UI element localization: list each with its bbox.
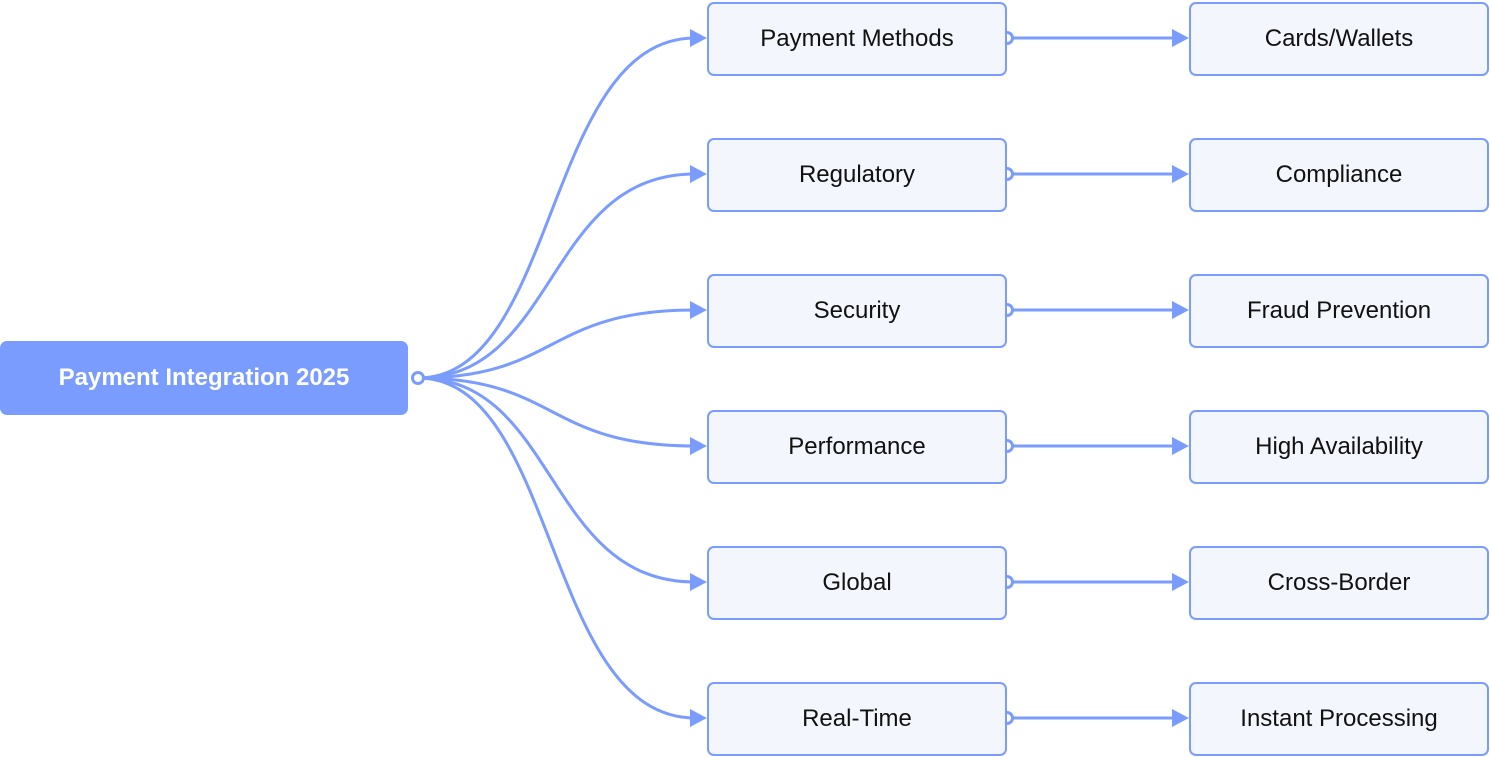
leaf-connector-arrow-4 (1172, 573, 1189, 591)
root-connector-arrow-0 (690, 29, 707, 47)
leaf-node-cards-wallets[interactable]: Cards/Wallets (1189, 2, 1489, 76)
leaf-node-compliance[interactable]: Compliance (1189, 138, 1489, 212)
root-connector-3 (417, 376, 696, 448)
root-connector-5 (417, 376, 696, 720)
root-connector-0 (417, 36, 696, 380)
leaf-node-high-availability[interactable]: High Availability (1189, 410, 1489, 484)
root-connector-arrow-5 (690, 709, 707, 727)
leaf-connector-arrow-0 (1172, 29, 1189, 47)
branch-node-real-time[interactable]: Real-Time (707, 682, 1007, 756)
leaf-connector-arrow-2 (1172, 301, 1189, 319)
leaf-node-cross-border[interactable]: Cross-Border (1189, 546, 1489, 620)
branch-node-payment-methods[interactable]: Payment Methods (707, 2, 1007, 76)
root-connector-1 (417, 172, 696, 380)
root-connector-arrow-4 (690, 573, 707, 591)
leaf-connector-arrow-1 (1172, 165, 1189, 183)
root-port (411, 371, 425, 385)
branch-node-performance[interactable]: Performance (707, 410, 1007, 484)
root-connector-4 (417, 376, 696, 584)
root-connector-arrow-2 (690, 301, 707, 319)
leaf-connector-arrow-3 (1172, 437, 1189, 455)
root-connector-2 (417, 308, 696, 380)
root-node[interactable]: Payment Integration 2025 (0, 341, 408, 415)
leaf-connector-arrow-5 (1172, 709, 1189, 727)
branch-node-regulatory[interactable]: Regulatory (707, 138, 1007, 212)
branch-node-global[interactable]: Global (707, 546, 1007, 620)
root-connector-arrow-1 (690, 165, 707, 183)
branch-node-security[interactable]: Security (707, 274, 1007, 348)
leaf-node-instant-processing[interactable]: Instant Processing (1189, 682, 1489, 756)
leaf-node-fraud-prevention[interactable]: Fraud Prevention (1189, 274, 1489, 348)
root-connector-arrow-3 (690, 437, 707, 455)
